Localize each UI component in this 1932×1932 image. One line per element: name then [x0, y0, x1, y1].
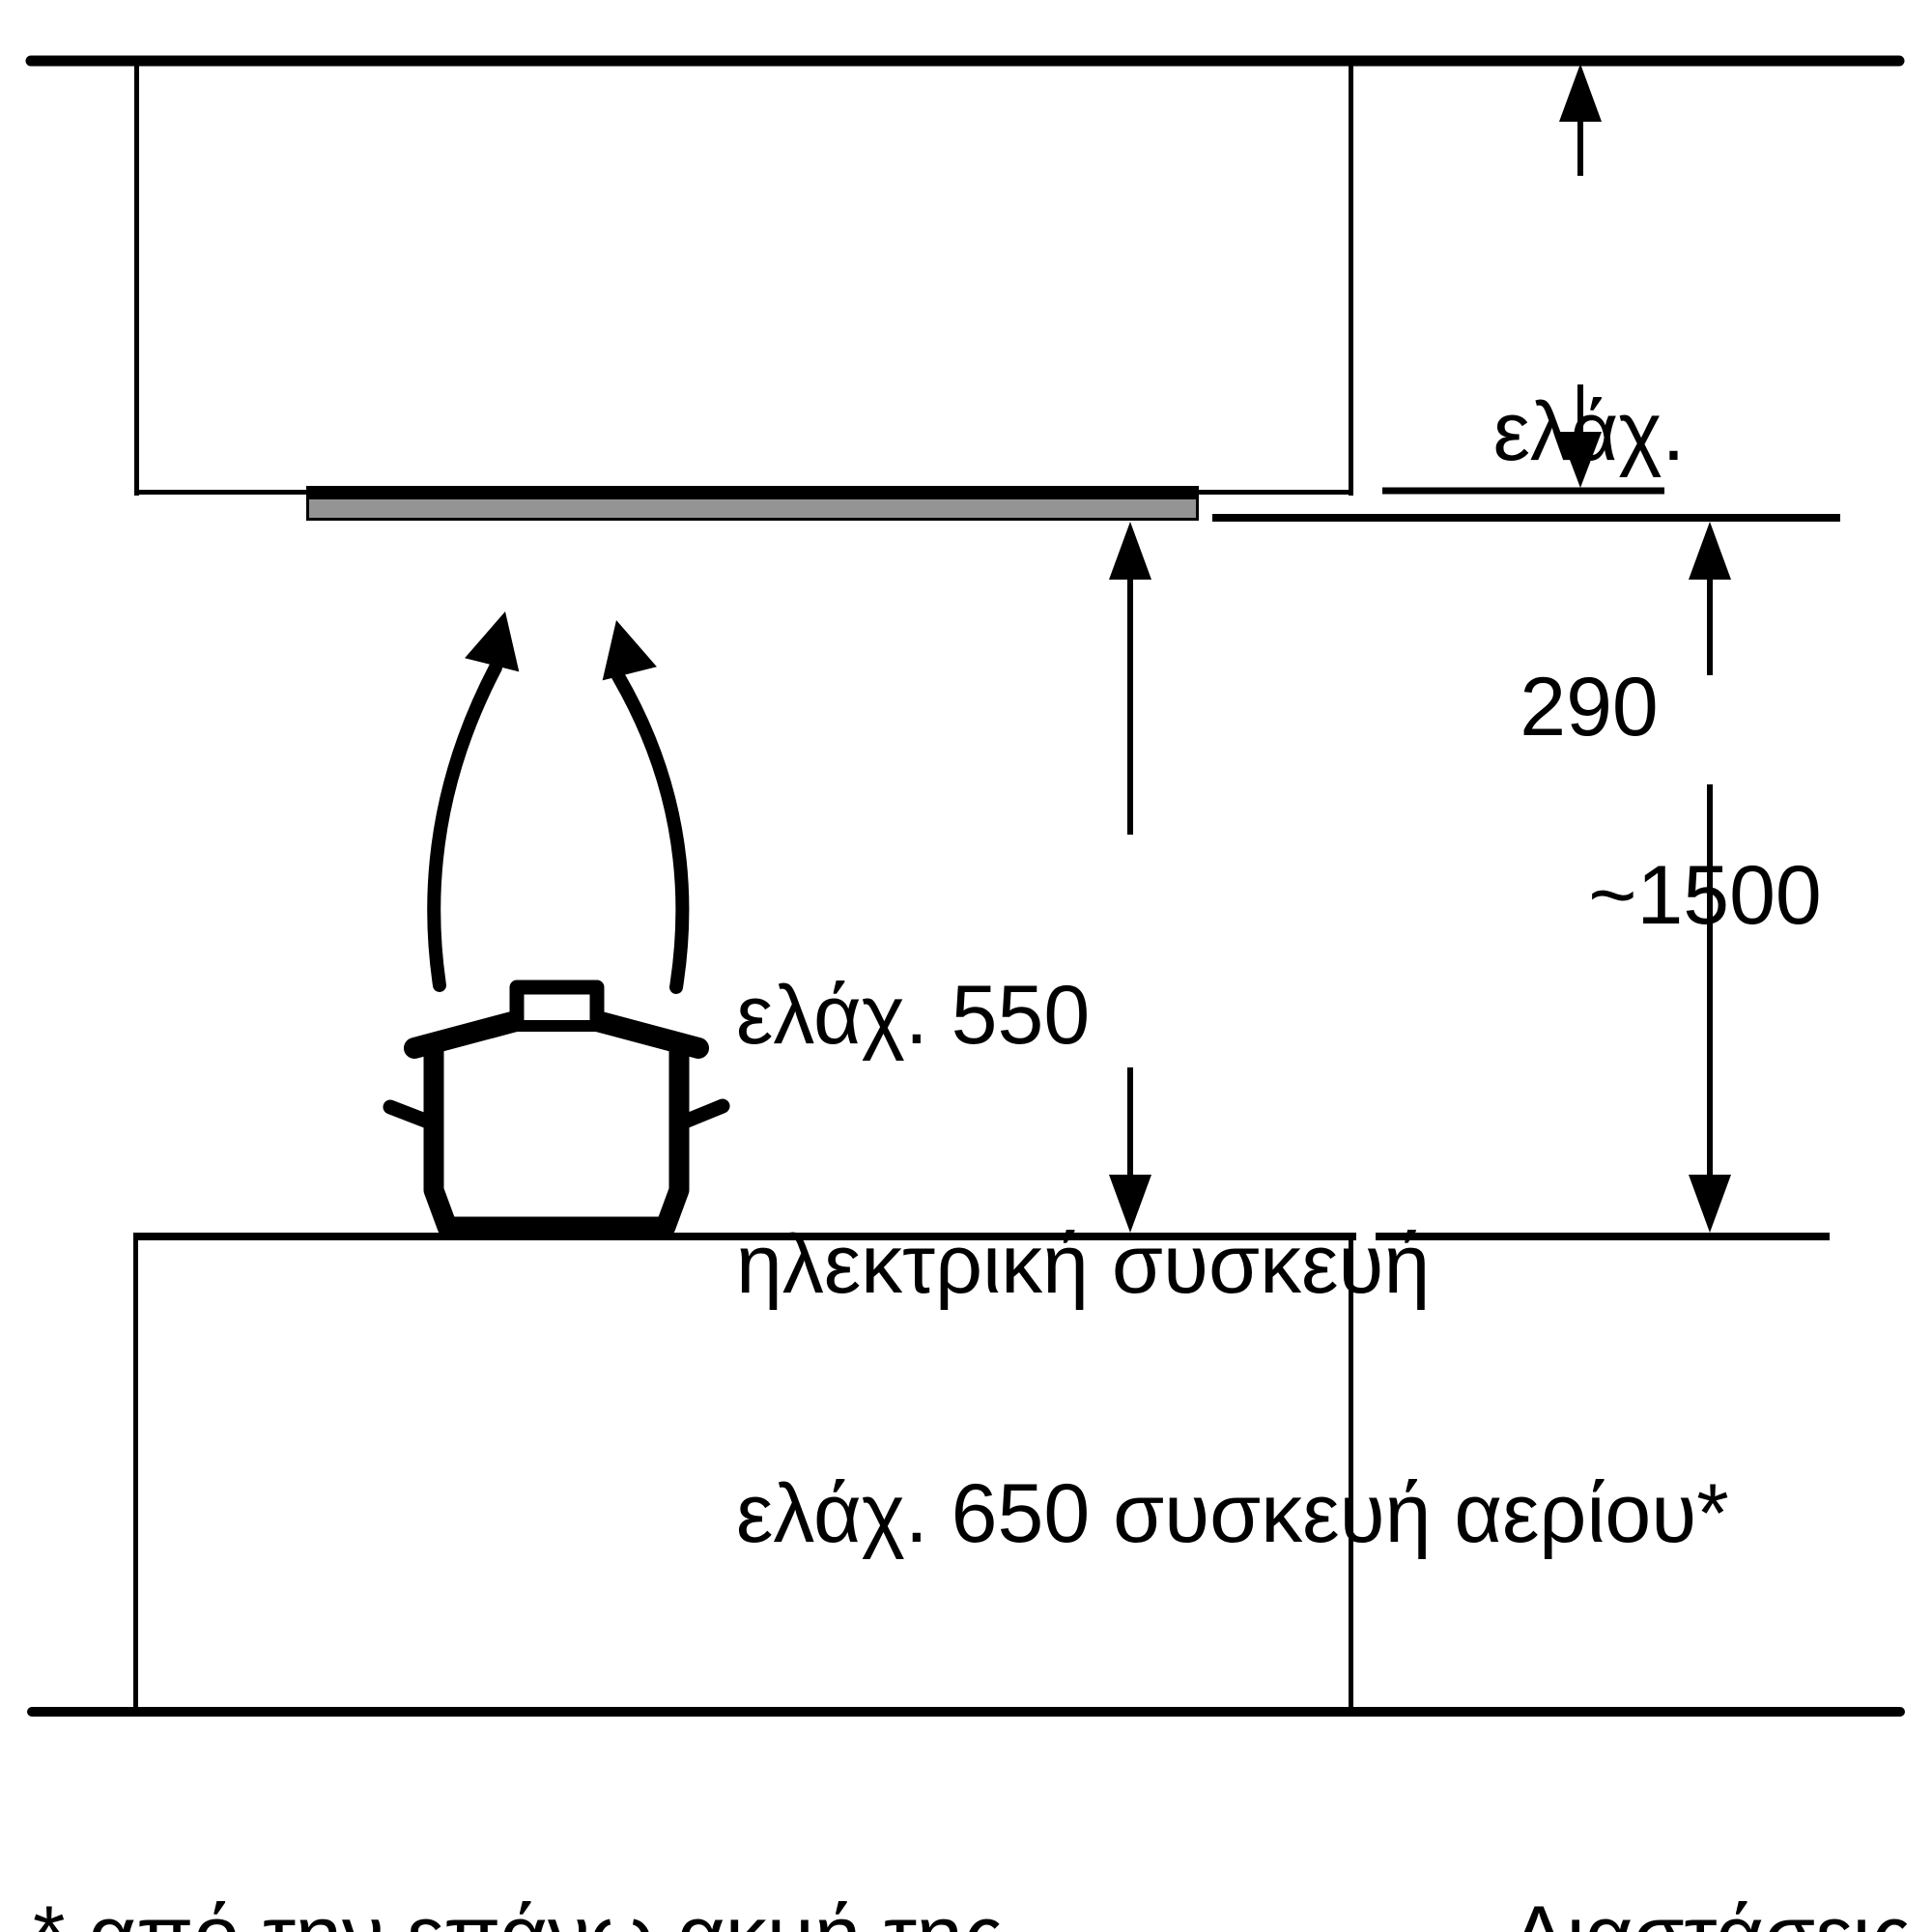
dimension-arrow-290 — [1559, 64, 1602, 488]
steam-arrows — [427, 611, 690, 994]
pot-body — [423, 1049, 690, 1237]
steam-arrowhead-right — [602, 620, 657, 681]
steam-curve-left — [427, 661, 502, 992]
label-min-290: ελάχ. 290 — [1396, 203, 1782, 937]
label-clearance-electric-text: ηλεκτρική συσκευή — [736, 1218, 1431, 1311]
label-clearance-electric-value: ελάχ. 550 — [736, 969, 1091, 1062]
pot-lid-knob — [509, 980, 605, 1020]
dimension-arrow-1500 — [1689, 522, 1731, 1233]
pot-handle-left — [383, 1099, 440, 1131]
steam-arrowhead-left — [465, 611, 520, 672]
label-clearance: ελάχ. 550 ηλεκτρική συσκευή ελάχ. 650 συ… — [736, 808, 1729, 1721]
hood-visor-strip — [306, 497, 1199, 521]
pot-icon — [383, 980, 730, 1237]
label-min-290-prefix: ελάχ. — [1492, 385, 1686, 478]
dimension-arrow-550 — [1109, 522, 1151, 1233]
label-clearance-gas: ελάχ. 650 συσκευή αερίου* — [736, 1467, 1729, 1560]
label-approx-1500: ~1500 — [1588, 849, 1822, 942]
footnote: * από την επάνω ακμή της σχάρας των μαγε… — [33, 1731, 1204, 1932]
pot-lid — [404, 1010, 709, 1059]
label-min-290-value: 290 — [1520, 661, 1659, 753]
hood-bottom-panel — [306, 486, 1199, 498]
pot-handle-right — [672, 1098, 730, 1131]
units-note: Διαστάσεις σε mm — [1331, 1731, 1911, 1932]
steam-curve-right — [611, 669, 690, 994]
